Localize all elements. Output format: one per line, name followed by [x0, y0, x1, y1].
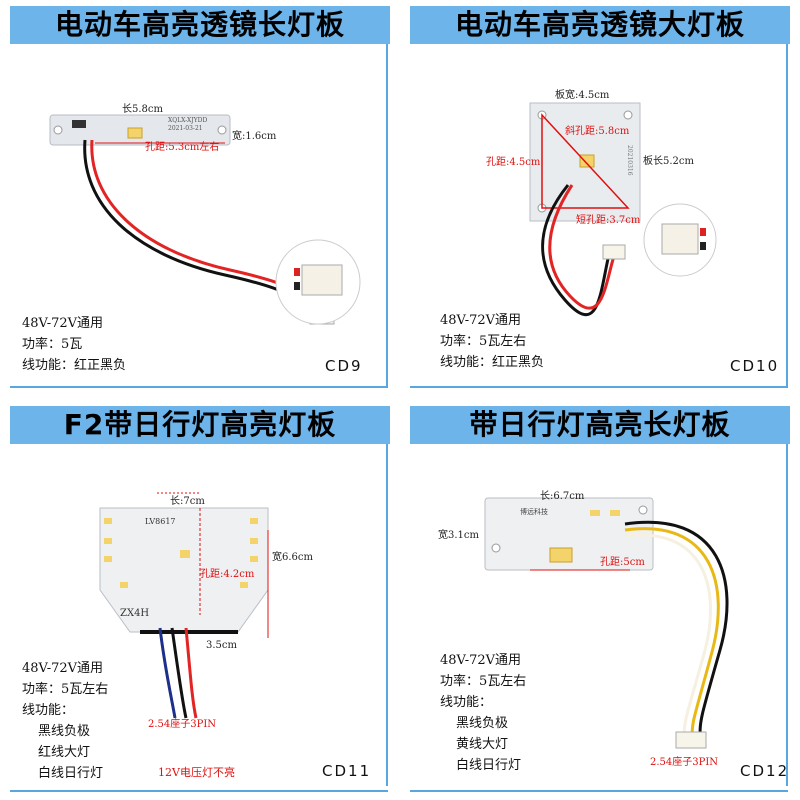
spec-list: 48V-72V通用 功率：5瓦 线功能：红正黑负: [22, 313, 126, 376]
divider: [786, 44, 788, 386]
board-silk: 2021-03-21: [168, 125, 203, 132]
hole-distance-label: 孔距:5cm: [600, 557, 645, 568]
width-label: 宽:1.6cm: [232, 131, 277, 142]
panel-cd9: 电动车高亮透镜长灯板 XQLX-XJYDD 2021-03-21 长5.8cm …: [0, 0, 400, 400]
bottom-width-label: 3.5cm: [206, 640, 237, 651]
spec-voltage: 48V-72V通用: [22, 316, 104, 331]
spec-wire: 线功能：: [22, 703, 75, 718]
width-label: 宽6.6cm: [272, 552, 313, 563]
length-label: 长:7cm: [170, 496, 205, 507]
spec-list: 48V-72V通用 功率：5瓦左右 线功能：红正黑负: [440, 310, 544, 373]
product-code: CD10: [730, 357, 780, 375]
spec-voltage: 48V-72V通用: [22, 661, 104, 676]
spec-power: 功率：5瓦左右: [440, 674, 527, 689]
divider: [386, 44, 388, 386]
spec-wire-yellow: 黄线大灯: [456, 737, 509, 752]
connector-label: 2.54座子3PIN: [650, 757, 719, 768]
spec-wire: 线功能：红正黑负: [440, 355, 545, 370]
board-width-label: 板宽:4.5cm: [555, 90, 610, 101]
panel-cd10: 电动车高亮透镜大灯板 20210316 板宽:4.5cm 斜孔距:5.8cm 孔…: [400, 0, 800, 400]
panel-title: 电动车高亮透镜大灯板: [410, 6, 790, 44]
divider: [410, 790, 788, 792]
length-label: 长:6.7cm: [540, 491, 585, 502]
panel-cd11: F2带日行灯高亮灯板 LV8617 ZX4H 长:7cm 宽6.6cm 孔距:4…: [0, 400, 400, 800]
hole-distance-label: 孔距:5.3cm左右: [145, 142, 220, 153]
board-length-label: 板长5.2cm: [643, 156, 694, 167]
spec-power: 功率：5瓦: [22, 337, 83, 352]
product-code: CD11: [322, 762, 372, 780]
board-silk: ZX4H: [120, 608, 149, 619]
product-code: CD9: [325, 357, 363, 375]
divider: [10, 386, 388, 388]
diag-hole-label: 斜孔距:5.8cm: [565, 126, 630, 137]
cd10-product-photo: 20210316: [529, 102, 717, 317]
cd12-product-photo: 博远科技: [484, 497, 729, 749]
divider: [386, 444, 388, 786]
spec-wire-white: 白线日行灯: [38, 766, 104, 781]
spec-voltage: 48V-72V通用: [440, 313, 522, 328]
spec-wire-red: 红线大灯: [38, 745, 91, 760]
board-silk: XQLX-XJYDD: [168, 117, 207, 124]
width-label: 宽3.1cm: [438, 530, 479, 541]
spec-power: 功率：5瓦左右: [22, 682, 109, 697]
spec-list: 48V-72V通用 功率：5瓦左右 线功能： 黑线负极 红线大灯 白线日行灯: [22, 658, 108, 784]
connector-label: 2.54座子3PIN: [148, 719, 217, 730]
hole-distance-label: 孔距:4.5cm: [486, 157, 541, 168]
product-code: CD12: [740, 762, 790, 780]
hole-distance-label: 孔距:4.2cm: [200, 569, 255, 580]
spec-power: 功率：5瓦左右: [440, 334, 527, 349]
divider: [10, 790, 388, 792]
voltage-warning: 12V电压灯不亮: [158, 766, 235, 779]
cd11-product-photo: LV8617 ZX4H: [99, 492, 269, 719]
spec-list: 48V-72V通用 功率：5瓦左右 线功能： 黑线负极 黄线大灯 白线日行灯: [440, 650, 526, 776]
divider: [410, 386, 788, 388]
board-silk: LV8617: [145, 517, 176, 526]
board-silk: 20210316: [626, 145, 633, 176]
spec-wire-white: 白线日行灯: [456, 758, 522, 773]
panel-title: F2带日行灯高亮灯板: [10, 406, 390, 444]
spec-wire: 线功能：红正黑负: [22, 358, 127, 373]
spec-voltage: 48V-72V通用: [440, 653, 522, 668]
spec-wire: 线功能：: [440, 695, 493, 710]
short-hole-label: 短孔距:3.7cm: [576, 215, 641, 226]
board-silk: 博远科技: [520, 507, 548, 516]
cd9-product-photo: XQLX-XJYDD 2021-03-21: [49, 114, 361, 325]
divider: [786, 444, 788, 786]
spec-wire-black: 黑线负极: [456, 716, 509, 731]
panel-title: 带日行灯高亮长灯板: [410, 406, 790, 444]
panel-title: 电动车高亮透镜长灯板: [10, 6, 390, 44]
panel-cd12: 带日行灯高亮长灯板 博远科技 长:6.7cm 宽3.1cm 孔距:5cm 48V…: [400, 400, 800, 800]
length-label: 长5.8cm: [122, 104, 163, 115]
spec-wire-black: 黑线负极: [38, 724, 91, 739]
